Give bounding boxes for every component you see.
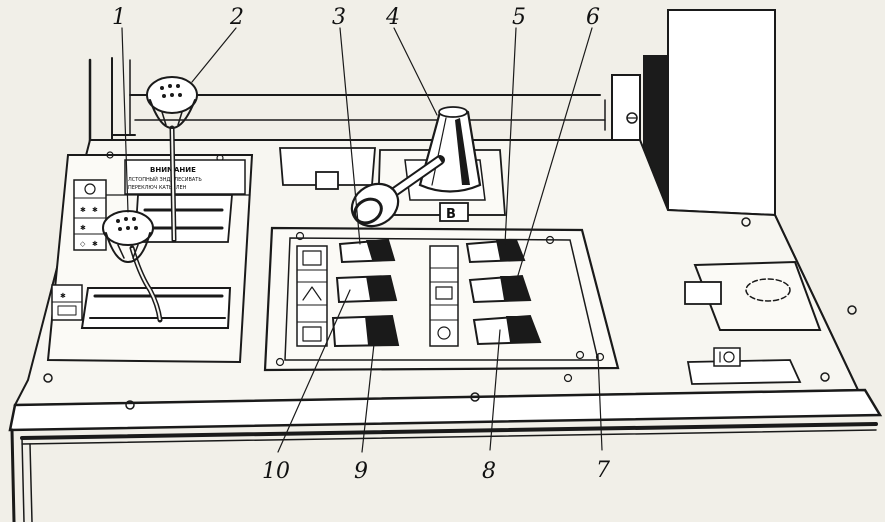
callout-7: 7 [596, 458, 610, 483]
warning-plate-line-1: ЛСТОПНЫЙ ЗНДОЛЕСИВАТЬ [128, 176, 202, 183]
callout-labels: 1 2 3 4 5 6 7 8 9 10 [112, 5, 610, 484]
rocker-switch-5[interactable] [465, 238, 526, 264]
callout-4: 4 [385, 5, 400, 30]
rocker-switches [331, 238, 542, 348]
rocker-switch-8[interactable] [472, 314, 542, 346]
svg-text:◇: ◇ [80, 240, 86, 248]
gear-lever-lower [102, 210, 163, 323]
spotlight-lamp [350, 106, 482, 228]
callout-8: 8 [482, 459, 496, 484]
switch-panel [263, 226, 620, 383]
b-label-plate: B [439, 202, 469, 222]
desk-screws [43, 217, 857, 410]
rocker-switch-6[interactable] [468, 274, 532, 304]
svg-text:✱: ✱ [60, 292, 66, 300]
svg-text:✱: ✱ [92, 240, 98, 248]
warning-plate-line-2: ПЕРЕКЛЮЧ КАТЬСЛЕН [128, 185, 187, 191]
callout-3: 3 [332, 5, 346, 30]
rocker-switch-9[interactable] [331, 314, 400, 348]
svg-text:✱: ✱ [92, 206, 98, 214]
leader-lines [121, 27, 603, 453]
b-label: B [446, 207, 456, 222]
callout-6: 6 [586, 5, 600, 30]
rocker-switch-10[interactable] [335, 274, 398, 304]
warning-plate: ВНИМАНИЕ ЛСТОПНЫЙ ЗНДОЛЕСИВАТЬ ПЕРЕКЛЮЧ … [124, 159, 246, 195]
gear-lever-upper [146, 76, 198, 243]
right-lower-plate [686, 347, 802, 385]
rocker-switch-3[interactable] [338, 238, 396, 264]
svg-text:✱: ✱ [80, 224, 86, 232]
callout-2: 2 [229, 5, 244, 30]
callout-9: 9 [354, 459, 368, 484]
callout-10: 10 [262, 459, 290, 484]
svg-text:✱: ✱ [80, 206, 86, 214]
right-hatch-plate [684, 260, 822, 331]
callout-5: 5 [512, 5, 526, 30]
callout-1: 1 [112, 5, 126, 30]
